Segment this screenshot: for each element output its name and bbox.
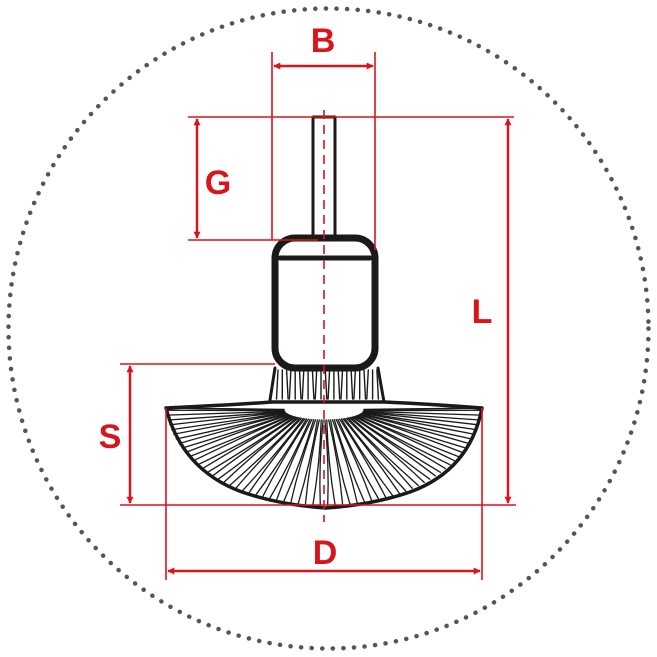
wire-strand — [363, 409, 483, 412]
wire-strand — [326, 419, 336, 507]
wire-strand — [312, 419, 322, 507]
wire-strand — [359, 413, 467, 449]
wire-strand — [261, 418, 309, 499]
wire-strand — [348, 417, 425, 484]
wire-strand — [285, 369, 289, 400]
wire-strand — [197, 415, 293, 466]
wire-strand — [192, 414, 292, 462]
wire-strand — [298, 369, 302, 400]
wire-strand — [345, 417, 413, 489]
wire-strand — [247, 418, 306, 495]
dotted-border — [6, 6, 651, 651]
wire-strand — [363, 410, 482, 416]
wire-strand — [361, 412, 475, 435]
wire-strand — [254, 418, 308, 497]
wire-strand — [275, 369, 279, 400]
wire-strand — [165, 409, 285, 412]
wire-strand — [314, 369, 318, 400]
wire-strand — [324, 419, 329, 507]
wire-strand — [166, 410, 285, 416]
wire-strand — [362, 411, 481, 421]
wire-strand — [333, 419, 366, 504]
wire-strand — [362, 411, 479, 426]
wire-strand — [335, 418, 373, 502]
wire-strand — [347, 417, 419, 487]
wire-strand — [188, 414, 291, 458]
wire-strand — [327, 369, 331, 400]
wire-strand — [353, 369, 357, 400]
wire-strand — [352, 416, 442, 473]
wire-strand — [354, 415, 447, 470]
wire-strand — [339, 418, 387, 499]
wire-strand — [229, 417, 301, 487]
wire-strand — [363, 407, 483, 411]
wire-strand — [337, 369, 341, 400]
wire-strand — [275, 418, 313, 502]
wire-strand — [363, 369, 367, 400]
wire-strand — [185, 414, 290, 454]
wire-strand — [342, 418, 401, 495]
wire-strand — [181, 413, 289, 449]
wire-strand — [351, 416, 436, 477]
wire-strand — [337, 418, 380, 501]
wire-strand — [344, 417, 407, 492]
wire-strand — [324, 369, 328, 400]
wire-strand — [169, 411, 286, 426]
wire-strand — [328, 419, 344, 506]
dimension-lines — [120, 52, 516, 580]
wire-strand — [340, 369, 344, 400]
wire-strand — [304, 419, 320, 506]
wire-strand — [356, 414, 456, 462]
wire-strand — [173, 412, 287, 435]
wire-strand — [358, 414, 463, 454]
wire-strand — [376, 369, 380, 400]
wire-strand — [319, 419, 324, 507]
wire-strand — [268, 418, 311, 501]
label-b: B — [311, 22, 336, 60]
wire-strand — [366, 369, 369, 400]
wire-strand — [206, 416, 296, 473]
label-g: G — [205, 164, 231, 202]
wire-strand — [361, 412, 477, 431]
wire-strand — [167, 411, 286, 421]
wire-strand — [297, 419, 319, 506]
wire-strand — [340, 418, 394, 497]
wire-strand — [235, 417, 303, 489]
wire-strand — [171, 412, 287, 431]
label-d: D — [313, 534, 338, 572]
wire-strand — [350, 416, 431, 480]
wire-strand — [357, 414, 460, 458]
wire-strand — [212, 416, 297, 477]
wire-strand — [331, 419, 359, 505]
wire-strand — [360, 412, 473, 440]
brush-illustration — [164, 115, 484, 510]
neck-bristles — [268, 366, 386, 404]
wire-strand — [165, 407, 285, 411]
label-l: L — [472, 293, 493, 331]
wire-strand — [301, 369, 305, 400]
wire-strand — [223, 417, 300, 484]
cup-outline — [164, 400, 484, 510]
wire-strand — [178, 413, 288, 445]
wire-strand — [350, 369, 354, 400]
wire-strand — [355, 415, 451, 466]
wire-strand — [288, 369, 292, 400]
wire-strand — [360, 413, 470, 445]
wire-strand — [311, 369, 315, 400]
wire-strand — [175, 412, 288, 440]
wire-strand — [241, 417, 304, 492]
wire-strand — [217, 416, 298, 480]
wire-strand — [329, 419, 351, 506]
label-s: S — [99, 418, 122, 456]
wire-strand — [282, 419, 315, 504]
wire-strand — [289, 419, 317, 505]
wire-strand — [201, 415, 294, 470]
collar — [271, 234, 379, 372]
